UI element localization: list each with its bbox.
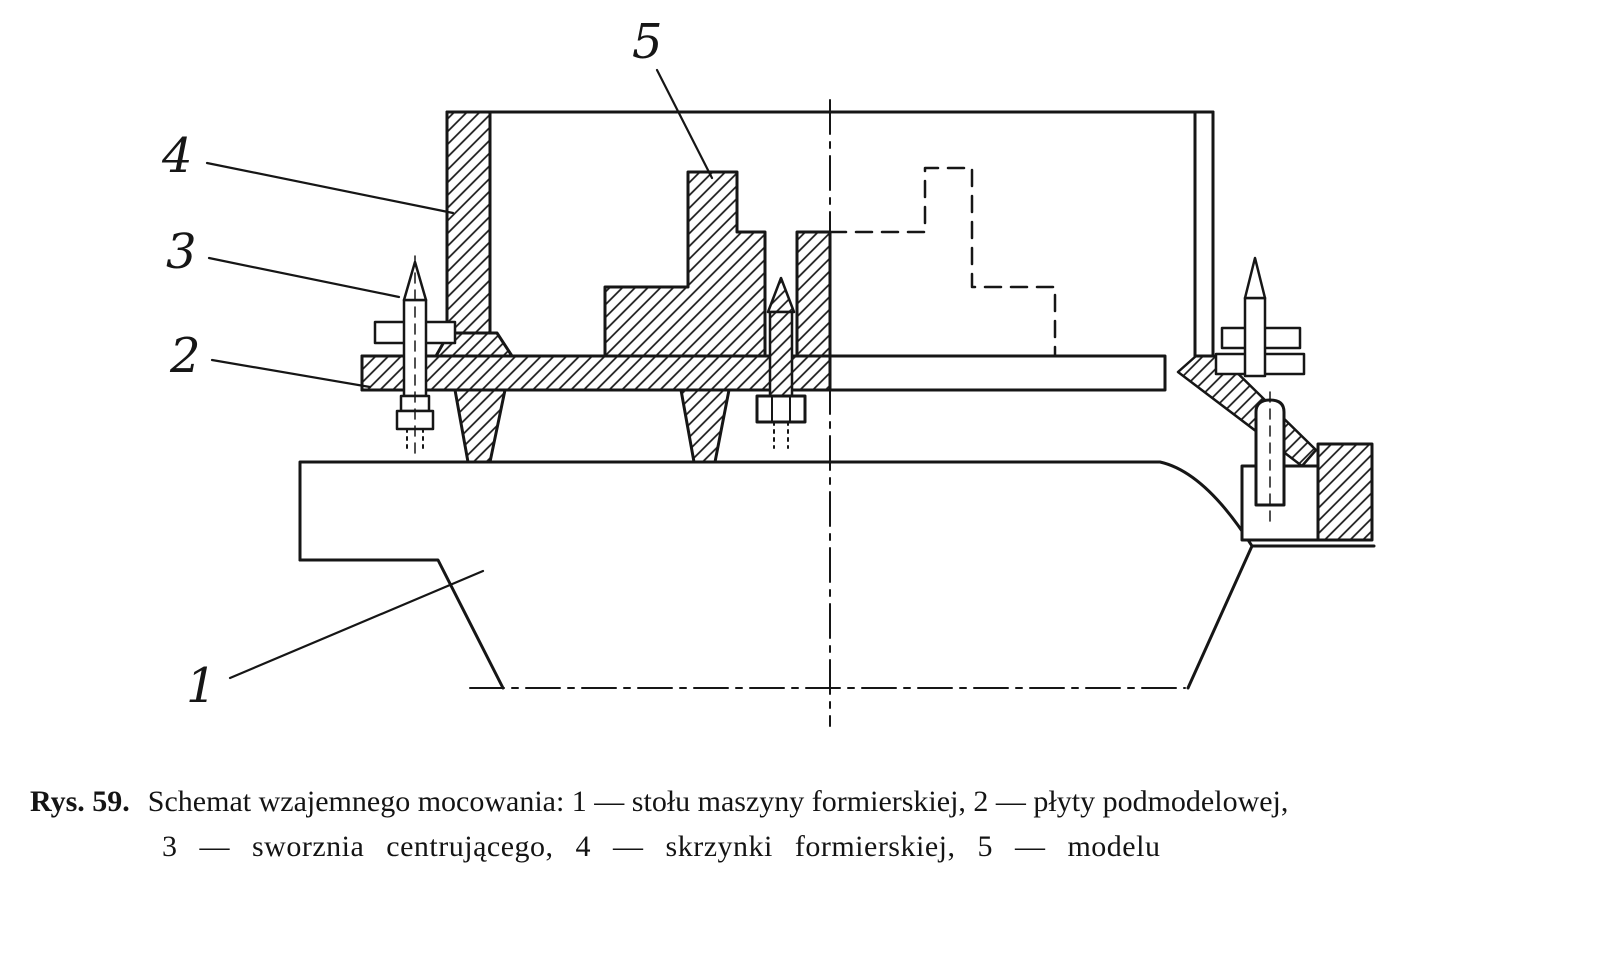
right-pin-tip: [1243, 256, 1267, 300]
pattern-plate: [360, 354, 1167, 464]
leader-line-1: [228, 569, 485, 680]
leader-line-4: [205, 161, 455, 215]
plate-rib-right: [679, 388, 731, 464]
pattern-model: [603, 166, 1057, 358]
bolt-conical-head: [766, 276, 796, 314]
table-outline-right: [298, 460, 1254, 690]
leader-line-5: [655, 68, 714, 180]
right-pin-shank: [1243, 296, 1267, 378]
table-outline-left: [298, 558, 505, 690]
part-label-3: 3: [166, 224, 197, 280]
caption-text-line2: 3 — sworznia centrującego, 4 — skrzynki …: [162, 829, 1161, 863]
leader-lines: [205, 68, 714, 680]
part-label-2: 2: [169, 328, 201, 384]
clamp-block: [1316, 442, 1374, 542]
right-centering-pin: [1214, 256, 1306, 378]
bolt-nut: [755, 394, 807, 424]
model-section-left: [603, 170, 767, 358]
plate-section-hatch: [360, 354, 832, 392]
model-center-boss: [795, 230, 832, 358]
part-label-5: 5: [632, 14, 663, 70]
machine-table: [298, 460, 1376, 690]
figure-caption: Rys. 59. Schemat wzajemnego mocowania: 1 …: [30, 782, 1595, 867]
part-labels: 5 4 3 2 1: [161, 14, 663, 714]
model-hidden-outline: [828, 166, 1057, 358]
caption-line-1: Rys. 59. Schemat wzajemnego mocowania: 1 …: [30, 782, 1595, 823]
part-label-1: 1: [186, 658, 217, 714]
caption-text-line1: Schemat wzajemnego mocowania: 1 — stołu …: [147, 785, 1289, 818]
flask-right-wall: [1193, 110, 1215, 358]
centering-pin: [373, 255, 457, 457]
bolt-shank: [768, 310, 794, 398]
part-label-4: 4: [161, 128, 193, 184]
right-clamp-bracket: [1176, 354, 1374, 542]
figure-number: Rys. 59.: [30, 785, 130, 818]
center-bolt: [755, 276, 807, 449]
leader-line-3: [207, 256, 401, 299]
plate-rib-left: [453, 388, 507, 464]
flask-left-wall: [445, 110, 492, 335]
centerlines: [469, 99, 1186, 727]
leader-line-2: [210, 358, 372, 389]
